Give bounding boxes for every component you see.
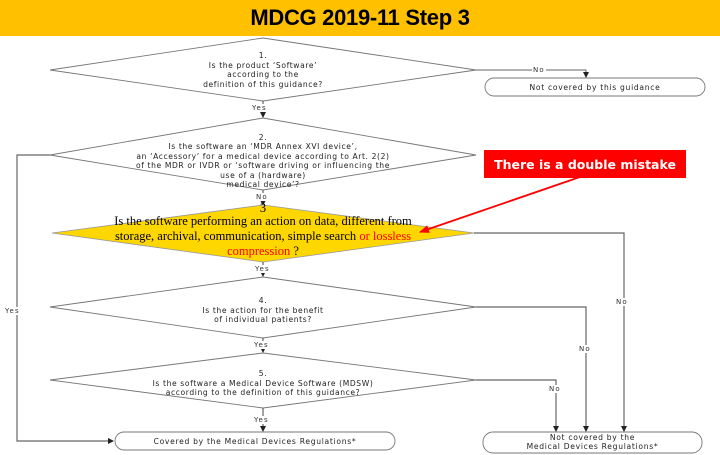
terminal-not-covered-mdr: Not covered by the Medical Devices Regul… [483, 433, 702, 451]
mistake-callout: There is a double mistake [484, 150, 686, 178]
decision-4-number: 4. [258, 296, 268, 305]
decision-3-text-end: ? [293, 244, 299, 258]
decision-3-text: 3 Is the software performing an action o… [95, 201, 431, 259]
terminal-not-covered-mdr-line2: Medical Devices Regulations* [526, 441, 659, 451]
terminal-covered-mdr: Covered by the Medical Devices Regulatio… [153, 437, 357, 446]
edge-label-d2-yes: Yes [4, 307, 21, 315]
title-bar: MDCG 2019-11 Step 3 [0, 0, 720, 36]
decision-2-number: 2. [258, 133, 268, 142]
decision-2-line: use of a (hardware) [220, 170, 306, 180]
decision-2-line: Is the software an ‘MDR Annex XVI device… [168, 142, 358, 152]
terminal-not-covered-guidance-shape [484, 77, 706, 97]
decision-1-line: Is the product ‘Software’ [208, 60, 318, 70]
decision-2-line: medical device’? [226, 180, 300, 190]
decision-3-question: Is the software performing an action on … [95, 214, 431, 259]
decision-5-text: 5. Is the software a Medical Device Soft… [103, 369, 423, 398]
decision-4-line: Is the action for the benefit [202, 305, 324, 315]
decision-3-number: 3 [259, 201, 267, 215]
terminal-covered-mdr-shape [114, 431, 396, 451]
decision-4-text: 4. Is the action for the benefit of indi… [140, 296, 386, 325]
edge-d3-no [474, 232, 627, 432]
decision-1-text: 1. Is the product ‘Software’ according t… [150, 51, 376, 89]
decision-4-line: of individual patients? [214, 315, 312, 325]
decision-1-line: definition of this guidance? [203, 79, 323, 89]
edge-d1-no [476, 69, 589, 78]
edge-label-d4-yes: Yes [253, 341, 270, 349]
edge-label-d4-no: No [578, 345, 592, 353]
edge-d4-no [476, 306, 589, 432]
edge-label-d1-yes: Yes [251, 104, 268, 112]
decision-5-number: 5. [258, 369, 268, 378]
decision-1-line: according to the [227, 70, 299, 80]
edge-label-d3-no: No [615, 298, 629, 306]
decision-1-number: 1. [258, 51, 268, 60]
edge-d2-yes [16, 154, 114, 444]
decision-3-text-main: Is the software performing an action on … [114, 214, 412, 243]
edge-d5-no [476, 379, 559, 432]
page-title: MDCG 2019-11 Step 3 [250, 5, 470, 30]
edge-label-d2-no: No [255, 193, 269, 201]
decision-2-line: an ‘Accessory’ for a medical device acco… [136, 151, 390, 161]
terminal-not-covered-guidance: Not covered by this guidance [529, 83, 661, 92]
edge-label-d5-yes: Yes [253, 416, 270, 424]
callout-arrow [419, 176, 581, 233]
decision-5-line: according to the definition of this guid… [165, 388, 361, 398]
mistake-callout-text: There is a double mistake [494, 156, 676, 172]
terminal-not-covered-mdr-shape [482, 431, 703, 454]
terminal-not-covered-mdr-line1: Not covered by the [549, 433, 636, 442]
edge-label-d1-no: No [532, 66, 546, 74]
edge-label-d3-yes: Yes [254, 265, 271, 273]
decision-2-line: of the MDR or IVDR or ‘software driving … [136, 161, 390, 171]
decision-3-text-highlighted: or lossless compression [227, 229, 412, 258]
edge-label-d5-no: No [548, 385, 562, 393]
decision-5-line: Is the software a Medical Device Softwar… [152, 378, 374, 388]
decision-2-text: 2. Is the software an ‘MDR Annex XVI dev… [83, 133, 443, 189]
